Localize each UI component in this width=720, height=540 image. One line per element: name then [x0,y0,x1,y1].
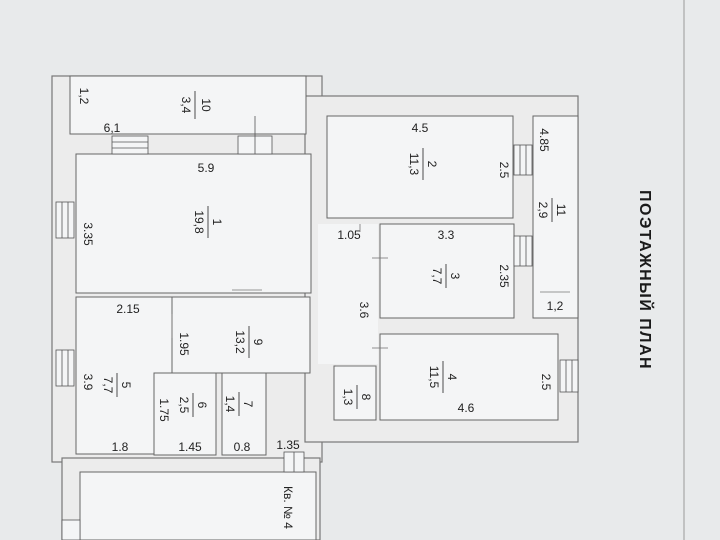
room-7-number: 7 [241,401,255,408]
room-10-area: 3,4 [179,97,193,114]
room-4 [379,333,559,421]
room-10-number: 10 [199,98,213,112]
dim-3-6: 3.6 [357,302,371,319]
dim-1-35: 1.35 [276,438,300,452]
dim-3-35: 3.35 [81,222,95,246]
room-7-area: 1,4 [223,396,237,413]
room-11 [532,115,579,319]
room-2-number: 2 [425,161,439,168]
apartment-4 [79,471,317,540]
dimension-labels: 1,2 6,1 5.9 3.35 4.5 2.5 4.85 1.05 3.3 2… [77,88,564,454]
dim-2-15: 2.15 [116,302,140,316]
room-1-number: 1 [210,219,224,226]
dim-3-9: 3.9 [81,374,95,391]
room-8 [333,365,377,421]
room-8-number: 8 [359,394,373,401]
room-6-area: 2,5 [177,397,191,414]
plan-title: ПОЭТАЖНЫЙ ПЛАН [636,190,655,370]
dim-1-45: 1.45 [178,440,202,454]
room-11-area: 2,9 [536,202,550,219]
apartment-label: Кв. № 4 [281,486,295,529]
dim-1-95: 1.95 [177,332,191,356]
dim-3-3: 3.3 [438,228,455,242]
room-5-number: 5 [119,382,133,389]
room-1-area: 19,8 [192,210,206,234]
dim-1-8: 1.8 [112,440,129,454]
dim-6-1: 6,1 [104,121,121,135]
room-1 [75,153,312,294]
door-marks [171,224,570,367]
room-3-area: 7,7 [430,268,444,285]
dim-2-5-a: 2.5 [497,162,511,179]
dim-2-35: 2.35 [497,264,511,288]
room-3-number: 3 [448,273,462,280]
room-5-area: 7,7 [101,377,115,394]
room-6 [153,372,217,456]
dim-4-85: 4.85 [537,128,551,152]
room-3 [379,223,515,319]
room-labels: 10 3,4 1 19,8 2 11,3 11 2,9 3 7,7 4 11,5 [101,91,568,417]
room-9 [171,296,311,374]
room-10 [69,75,307,135]
room-11-number: 11 [554,204,568,217]
dim-0-8: 0.8 [234,440,251,454]
room-2-area: 11,3 [407,153,421,176]
dim-1-75: 1.75 [157,398,171,422]
room-9-area: 13,2 [233,330,247,354]
dim-4-5: 4.5 [412,121,429,135]
corridor [318,224,378,364]
dim-2-5-b: 2.5 [539,374,553,391]
dim-1-2: 1,2 [77,88,91,105]
room-6-number: 6 [195,402,209,409]
dim-1-05: 1.05 [337,228,361,242]
room-4-area: 11,5 [427,366,441,389]
windows [55,116,579,540]
room-7 [221,372,267,456]
room-9-number: 9 [251,339,265,346]
room-4-number: 4 [445,374,459,381]
dim-4-6: 4.6 [458,401,475,415]
dim-1-2b: 1,2 [547,299,564,313]
room-2 [326,115,514,219]
room-8-area: 1,3 [341,389,355,406]
dim-5-9: 5.9 [198,161,215,175]
